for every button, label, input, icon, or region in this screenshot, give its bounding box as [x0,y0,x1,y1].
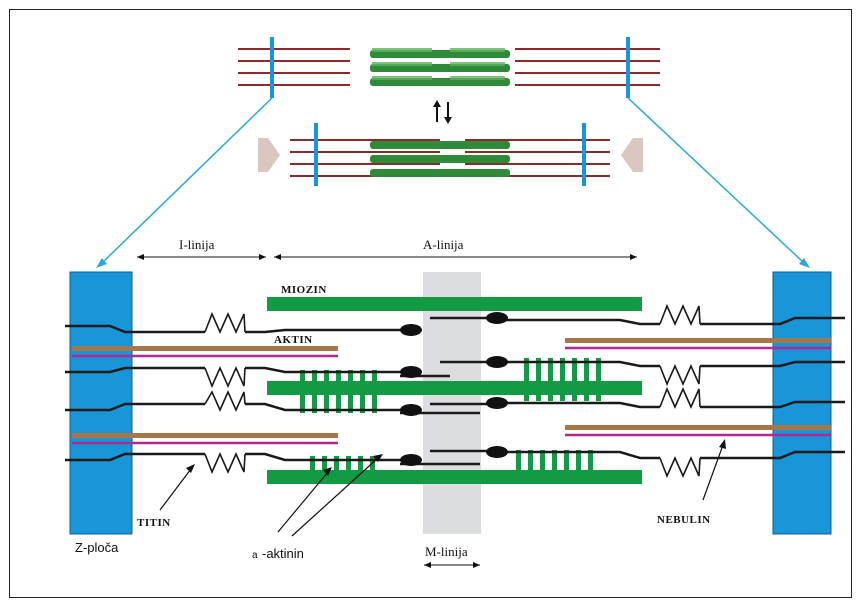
relaxed-sarcomere [238,37,660,98]
push-arrow-left-icon [258,138,280,172]
figure-border [9,9,852,598]
titin-springs [204,303,701,479]
i-band-label: I-linija [179,237,215,252]
actin-nebulin-right [565,338,831,437]
z-disc-left [69,271,133,535]
myosin-heads [300,358,601,472]
myosin-label: MIOZIN [281,284,327,296]
alpha-actinin-label: -aktinin [262,546,304,561]
annotation-arrows [159,444,724,537]
crossbridge-heads [400,312,508,466]
alpha-prefix-label: a [252,550,258,561]
band-dimension-lines [137,256,637,566]
m-line-label: M-linija [425,544,468,559]
z-disc-label: Z-ploča [75,540,119,555]
double-arrow-up-down-icon [433,100,452,124]
z-disc-small-right [626,37,630,98]
zoom-lines [102,97,804,263]
z-disc-small-left [270,37,274,98]
z-disc-contracted-right [582,123,586,186]
nebulin-label: NEBULIN [657,514,711,526]
titin-label: TITIN [137,517,171,529]
actin-label: AKTIN [274,334,313,346]
contracted-sarcomere [258,123,643,186]
a-band-label: A-linija [423,237,464,252]
push-arrow-right-icon [621,138,643,172]
actin-nebulin-left [72,346,338,445]
z-disc-contracted-left [314,123,318,186]
